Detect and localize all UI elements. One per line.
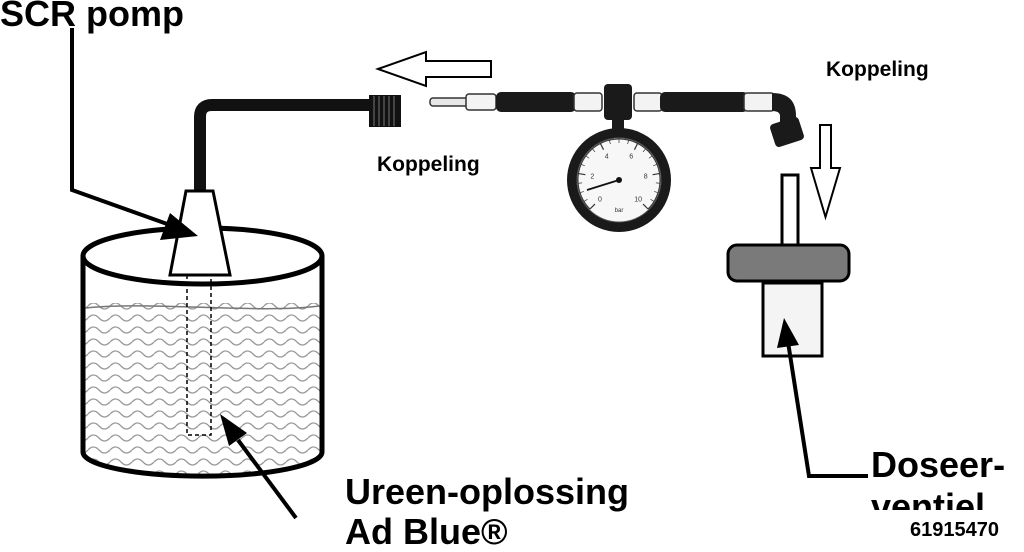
tee-piece bbox=[604, 84, 632, 120]
valve-inlet-pipe bbox=[782, 175, 798, 250]
koppeling-label-left: Koppeling bbox=[377, 154, 480, 175]
flow-arrow-left-icon bbox=[378, 52, 491, 86]
gauge-pivot bbox=[616, 177, 622, 183]
gauge-unit: bar bbox=[615, 208, 624, 214]
gauge-scale-label: 10 bbox=[634, 197, 642, 204]
gauge-scale-label: 4 bbox=[605, 153, 609, 160]
scr-pump bbox=[170, 95, 401, 275]
tester-fitting-3 bbox=[634, 93, 662, 111]
tester-outlet-coupling bbox=[769, 116, 805, 148]
gauge-scale-label: 8 bbox=[644, 173, 648, 180]
doseerventiel-label: Doseer- ventiel bbox=[871, 444, 1005, 510]
tester-hose-left bbox=[496, 92, 576, 112]
pump-hose bbox=[200, 105, 372, 196]
scr-pomp-label: SCR pomp bbox=[0, 0, 184, 32]
tester-fitting-2 bbox=[574, 93, 602, 111]
tester-inlet-fitting bbox=[466, 94, 496, 110]
ureen-label-line2: Ad Blue® bbox=[345, 512, 629, 552]
tester-hose-right bbox=[660, 92, 748, 112]
gauge-scale-label: 6 bbox=[629, 153, 633, 160]
tester-inlet-pin bbox=[430, 98, 470, 106]
flow-arrow-down-icon bbox=[811, 125, 840, 217]
doseer-label-line2: ventiel bbox=[871, 486, 1005, 510]
tester-fitting-4 bbox=[744, 93, 774, 111]
scr-pomp-pointer bbox=[72, 28, 198, 240]
tank-fluid bbox=[83, 300, 322, 476]
doseer-label-line1: Doseer- bbox=[871, 444, 1005, 486]
ureen-label: Ureen-oplossing Ad Blue® bbox=[345, 472, 629, 552]
gauge-scale-label: 2 bbox=[590, 173, 594, 180]
pressure-gauge: 0 2 4 6 8 10 bar bbox=[567, 128, 671, 232]
gauge-scale-label: 0 bbox=[598, 197, 602, 204]
koppeling-label-right: Koppeling bbox=[826, 59, 929, 80]
ureen-label-line1: Ureen-oplossing bbox=[345, 472, 629, 512]
valve-flange bbox=[728, 245, 849, 281]
figure-code: 61915470 bbox=[910, 520, 999, 540]
